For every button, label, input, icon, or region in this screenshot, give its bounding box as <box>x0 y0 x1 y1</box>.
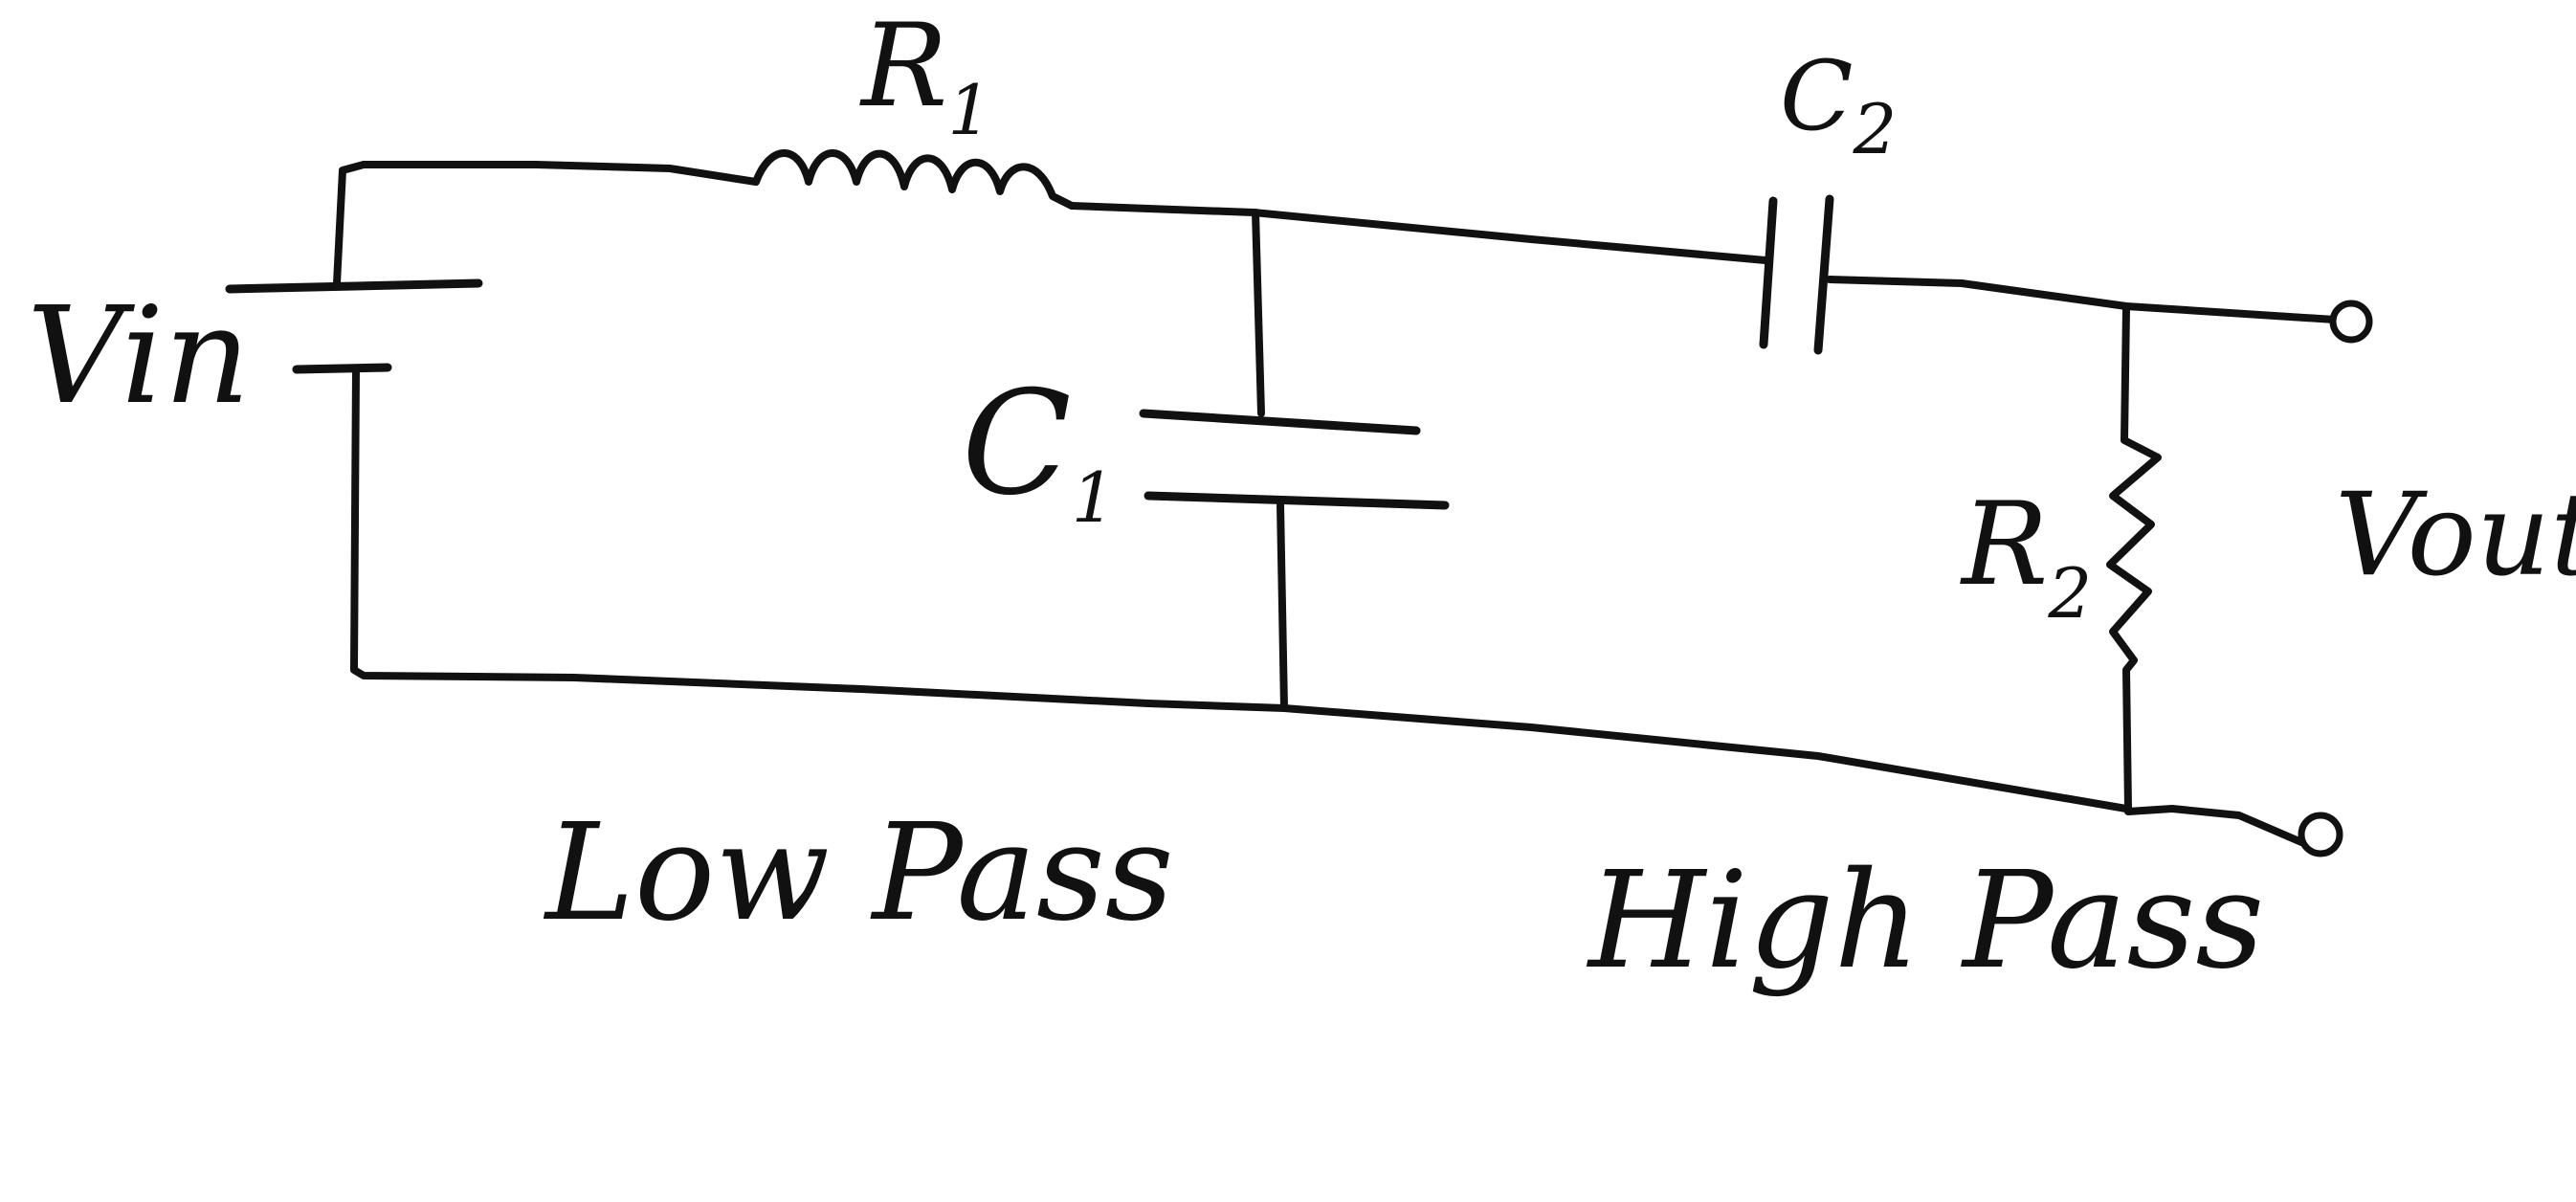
source-negative-plate <box>292 363 392 374</box>
output-terminal-top <box>2329 300 2373 344</box>
wire-source-to-r1 <box>333 161 760 287</box>
r2-label-main: R <box>1960 479 2048 612</box>
c2-label: C2 <box>1780 40 1897 169</box>
high-pass-label: High Pass <box>1586 843 2264 999</box>
c1-label-main: C <box>962 361 1072 527</box>
capacitor-c1-top-plate <box>1139 409 1421 435</box>
vin-label: Vin <box>27 278 251 434</box>
wire-r2-to-output <box>2124 805 2305 846</box>
capacitor-c1-bottom-plate <box>1144 491 1450 510</box>
source-positive-plate <box>225 278 483 294</box>
output-terminal-bottom <box>2298 812 2343 857</box>
wire-c2-to-output <box>1826 276 2339 323</box>
vout-label: Vout <box>2335 469 2576 602</box>
wire-r1-to-c2 <box>1068 202 1769 264</box>
wire-source-to-ground <box>350 366 1288 712</box>
capacitor-c2-left-plate <box>1759 196 1778 349</box>
c2-label-sub: 2 <box>1853 89 1898 169</box>
wire-ground-to-r2 <box>1280 704 2130 812</box>
c1-label-sub: 1 <box>1072 457 1116 538</box>
r2-label-sub: 2 <box>2047 553 2092 634</box>
c1-label: C1 <box>962 361 1116 538</box>
r2-label: R2 <box>1960 479 2092 634</box>
r1-label: R1 <box>859 0 991 150</box>
wire-node-to-c1 <box>1252 209 1265 417</box>
resistor-r1 <box>752 149 1076 210</box>
low-pass-label: Low Pass <box>543 795 1174 951</box>
r1-label-sub: 1 <box>947 70 991 150</box>
resistor-r2 <box>2106 304 2162 812</box>
r1-label-main: R <box>859 0 947 133</box>
capacitor-c2-right-plate <box>1813 194 1834 355</box>
wire-c1-to-ground <box>1277 501 1288 712</box>
c2-label-main: C <box>1780 40 1854 152</box>
